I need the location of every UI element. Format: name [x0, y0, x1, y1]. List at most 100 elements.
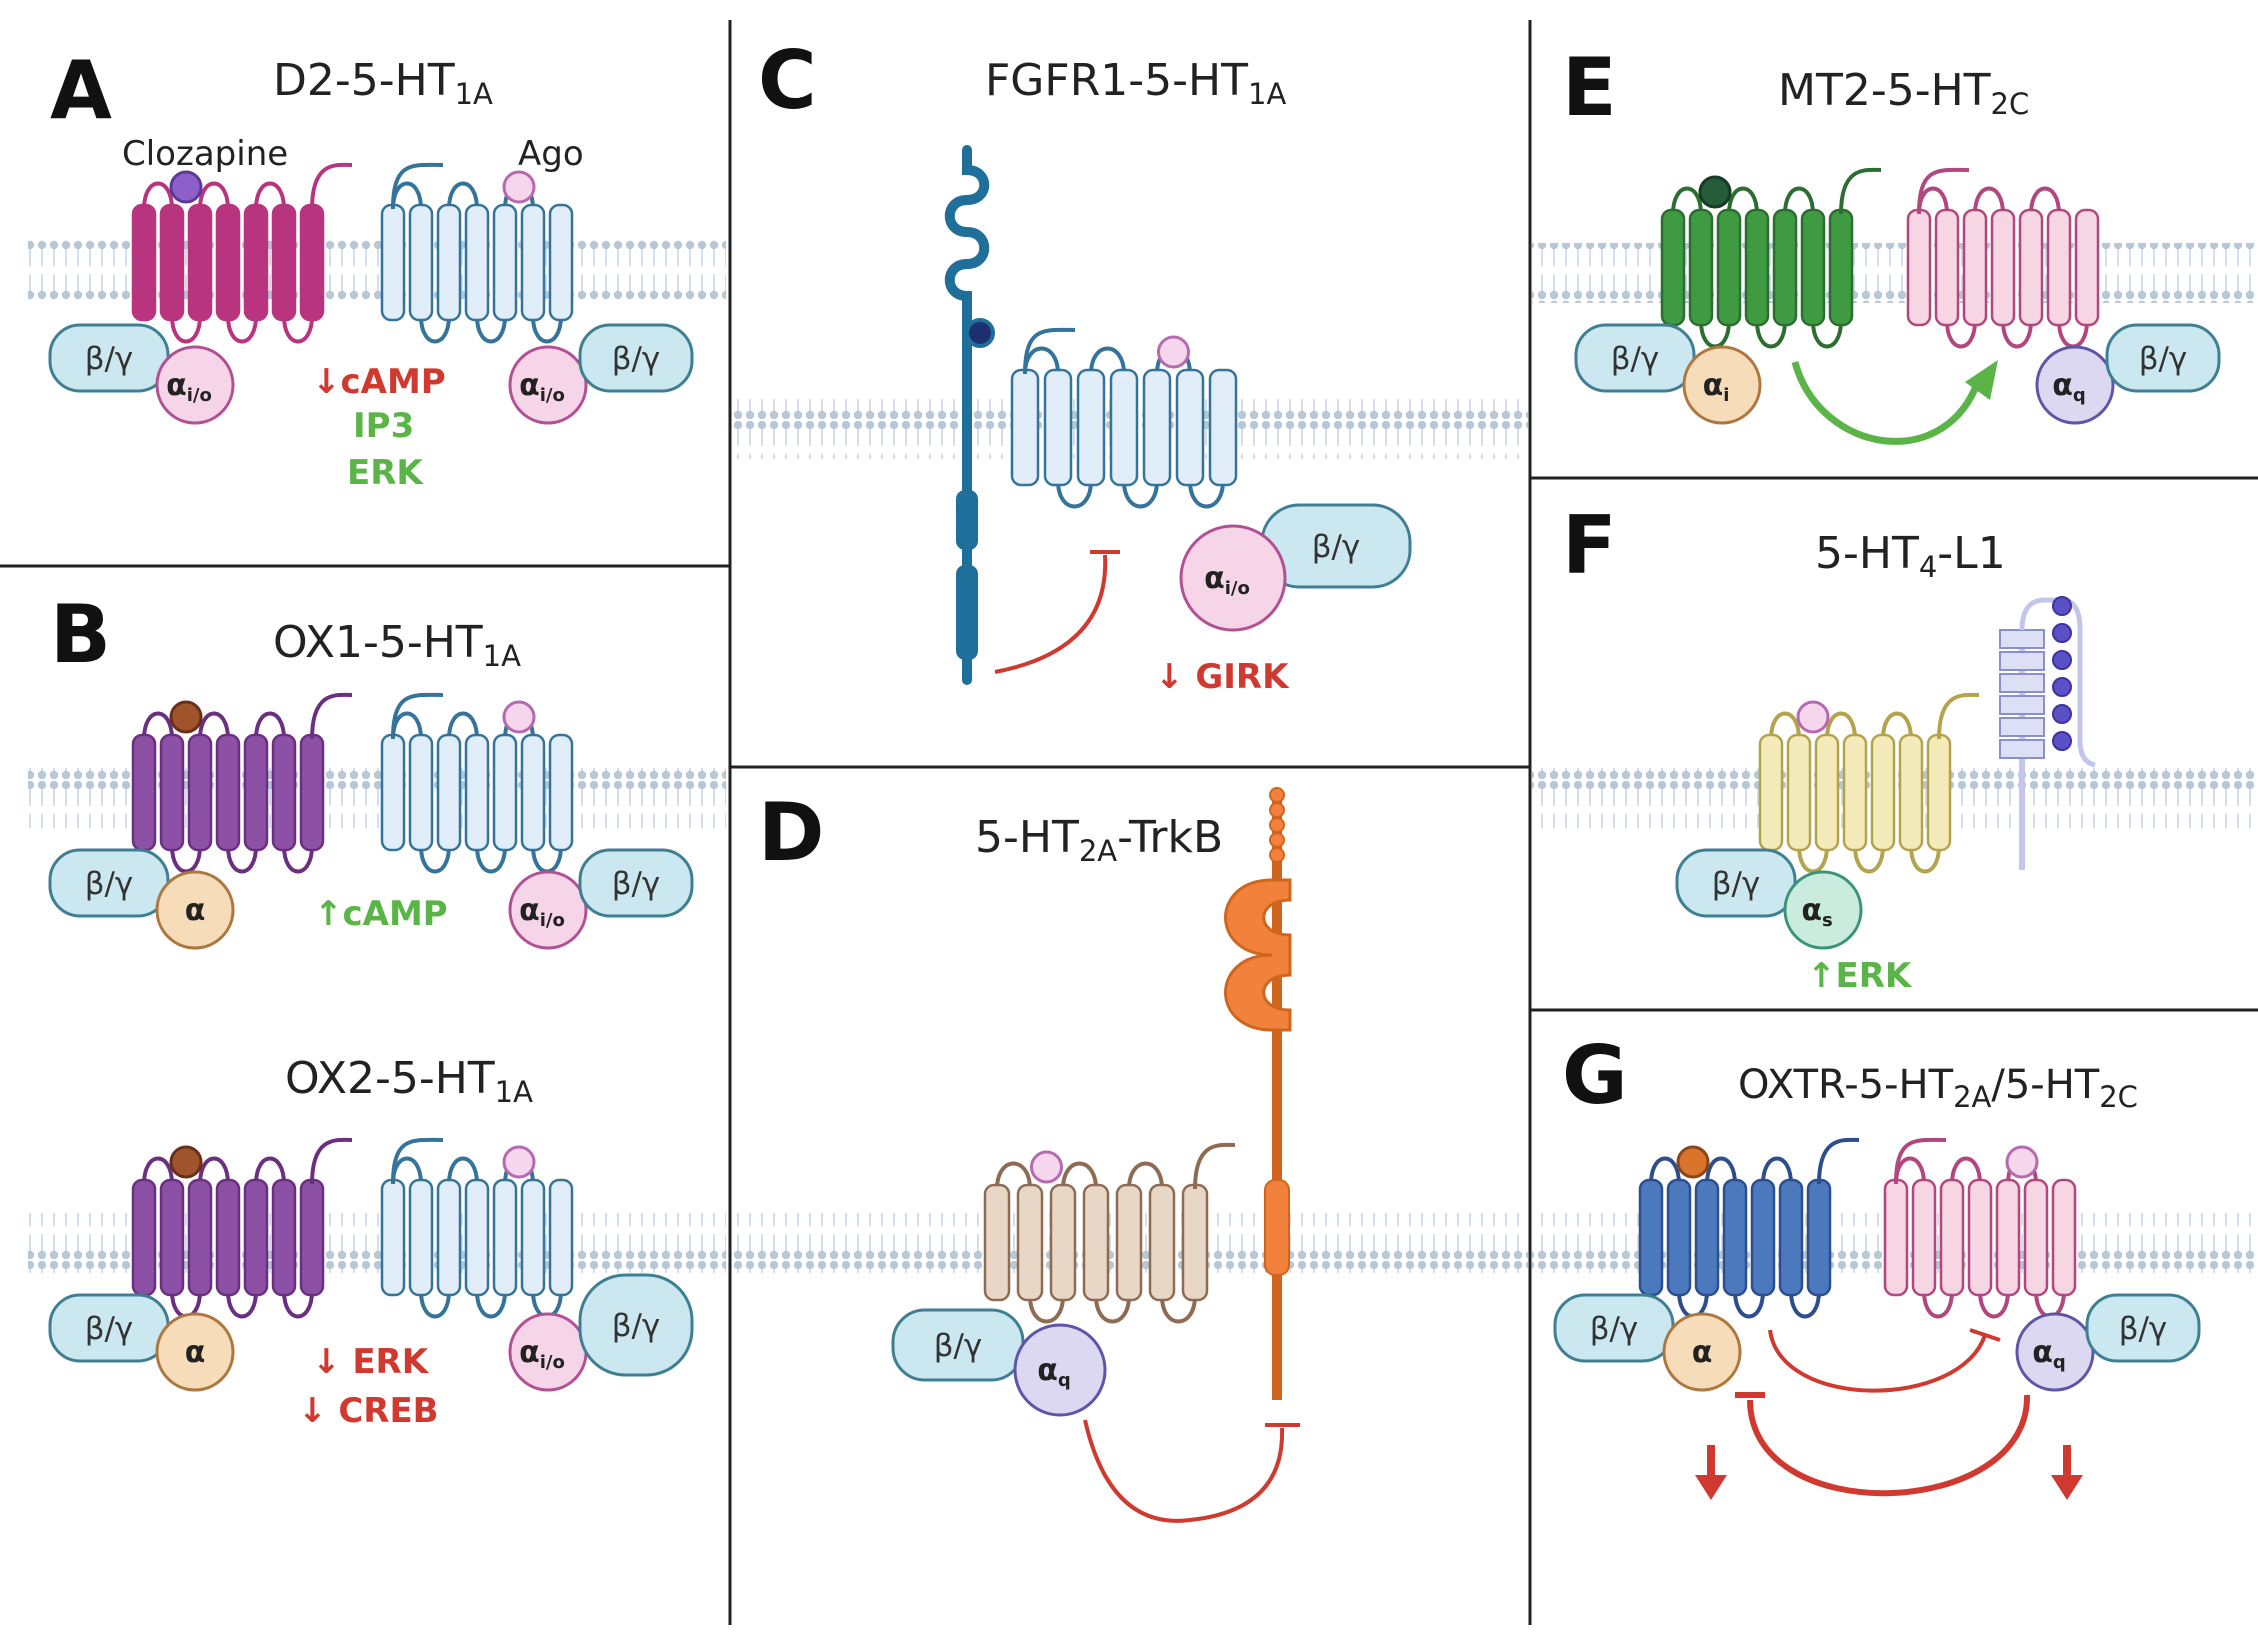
- receptor-ox1: [131, 692, 353, 874]
- g-protein-beta-gamma-A-right: β/γ: [578, 323, 694, 393]
- effect-C-0: ↓ GIRK: [1155, 657, 1290, 697]
- ligand-circle-icon: [1030, 1150, 1063, 1184]
- ligand-circle-icon: [1157, 335, 1190, 369]
- g-protein-alpha-E-left: αi: [1682, 345, 1762, 425]
- svg-text:αi/o: αi/o: [519, 893, 565, 931]
- receptor-d2: [131, 162, 353, 344]
- ligand-circle-icon: [2005, 1145, 2039, 1179]
- signal-arrows: [1695, 360, 2083, 1500]
- ligand-circle-icon: [502, 700, 536, 734]
- effect-B1-0: ↑cAMP: [314, 894, 448, 934]
- ligand-circle-icon: [169, 700, 203, 734]
- receptor-5ht4: [1758, 692, 1980, 874]
- svg-text:β/γ: β/γ: [612, 866, 661, 902]
- inhibition-arrow-icon: [1969, 1328, 2001, 1342]
- g-protein-beta-gamma-B2-left: β/γ: [48, 1293, 170, 1363]
- panel-letter-E: E: [1562, 41, 1617, 134]
- panel-title-D: 5-HT2A-TrkB: [975, 812, 1223, 868]
- ligand-circle-icon: [965, 318, 995, 348]
- g-protein-alpha-B1-right: αi/o: [508, 870, 588, 950]
- g-protein-alpha-D: αq: [1013, 1323, 1107, 1417]
- panel-letter-G: G: [1562, 1029, 1628, 1122]
- g-protein-beta-gamma-G-right: β/γ: [2085, 1293, 2201, 1363]
- receptor-layer: [131, 162, 2100, 1324]
- g-protein-beta-gamma-B2-right: β/γ: [578, 1273, 694, 1377]
- svg-text:αi/o: αi/o: [519, 368, 565, 406]
- panel-title-C: FGFR1-5-HT1A: [985, 55, 1286, 111]
- effect-F-0: ↑ERK: [1807, 956, 1913, 996]
- g-protein-beta-gamma-G-left: β/γ: [1553, 1293, 1675, 1363]
- g-protein-beta-gamma-A-left: β/γ: [48, 323, 170, 393]
- svg-text:β/γ: β/γ: [85, 1311, 134, 1347]
- panel-letter-A: A: [50, 44, 112, 137]
- svg-text:α: α: [185, 1335, 206, 1370]
- g-protein-beta-gamma-E-left: β/γ: [1574, 323, 1696, 393]
- panel-letter-B: B: [50, 588, 111, 681]
- l1-receptor: [1999, 596, 2096, 870]
- g-protein-alpha-A-left: αi/o: [155, 345, 235, 425]
- g-protein-alpha-A-right: αi/o: [508, 345, 588, 425]
- ligand-circle-icon: [169, 170, 203, 204]
- receptor-5ht1a-B1: [380, 692, 574, 874]
- effect-A-2: ERK: [347, 453, 424, 493]
- svg-text:β/γ: β/γ: [2119, 1311, 2168, 1347]
- panel-title-A: D2-5-HT1A: [273, 55, 493, 111]
- g-protein-alpha-B2-right: αi/o: [508, 1312, 588, 1392]
- effect-B2-0: ↓ ERK: [312, 1342, 430, 1382]
- ligand-label-ago: Ago: [518, 134, 584, 174]
- panel-letter-F: F: [1562, 499, 1617, 592]
- effect-A-0: ↓cAMP: [312, 362, 446, 402]
- g-protein-beta-gamma-B1-right: β/γ: [578, 848, 694, 918]
- receptor-oxtr: [1638, 1137, 1860, 1319]
- g-protein-alpha-G-left: α: [1662, 1312, 1742, 1392]
- g-protein-alpha-B1-left: α: [155, 870, 235, 950]
- svg-text:β/γ: β/γ: [85, 866, 134, 902]
- activation-arrow-icon: [1791, 361, 1984, 445]
- g-protein-alpha-B2-left: α: [155, 1312, 235, 1392]
- ligand-label-clozapine: Clozapine: [122, 134, 288, 174]
- receptor-5ht2c-E: [1906, 167, 2100, 349]
- g-protein-beta-gamma-D: β/γ: [891, 1308, 1025, 1382]
- panel-title-B1: OX1-5-HT1A: [273, 617, 521, 673]
- fgfr1-receptor: [944, 145, 1120, 685]
- panel-letter-D: D: [758, 786, 824, 879]
- svg-text:β/γ: β/γ: [934, 1328, 983, 1364]
- svg-text:β/γ: β/γ: [1590, 1311, 1639, 1347]
- receptor-5ht2a-D: [983, 1142, 1236, 1324]
- svg-text:β/γ: β/γ: [612, 341, 661, 377]
- trkb-receptor: [1083, 787, 1300, 1523]
- receptor-5ht1a-B2: [380, 1137, 574, 1319]
- svg-text:β/γ: β/γ: [612, 1308, 661, 1344]
- g-protein-alpha-C: αi/o: [1179, 524, 1287, 632]
- g-protein-alpha-G-right: αq: [2015, 1312, 2095, 1392]
- receptor-5ht1a-C: [1010, 327, 1238, 509]
- ligand-circle-icon: [502, 1145, 536, 1179]
- g-protein-alpha-E-right: αq: [2035, 345, 2115, 425]
- svg-text:β/γ: β/γ: [1312, 529, 1361, 565]
- g-protein-beta-gamma-F: β/γ: [1675, 848, 1797, 918]
- ligand-circle-icon: [502, 170, 536, 204]
- panel-title-F: 5-HT4-L1: [1815, 528, 2006, 584]
- receptor-mt2: [1660, 167, 1882, 349]
- effect-B2-1: ↓ CREB: [298, 1391, 439, 1431]
- svg-text:β/γ: β/γ: [1611, 341, 1660, 377]
- svg-text:αi: αi: [1703, 368, 1730, 406]
- receptor-5ht2a-2c-G: [1883, 1137, 2077, 1319]
- receptor-ox2: [131, 1137, 353, 1319]
- effect-A-1: IP3: [353, 406, 414, 446]
- ligand-circle-icon: [169, 1145, 203, 1179]
- ligand-circle-icon: [1796, 700, 1830, 734]
- panel-title-E: MT2-5-HT2C: [1778, 65, 2029, 121]
- g-protein-alpha-F: αs: [1783, 870, 1863, 950]
- panel-title-G: OXTR-5-HT2A/5-HT2C: [1738, 1062, 2138, 1114]
- panel-letter-C: C: [758, 34, 817, 127]
- down-arrow-icon: [1695, 1445, 2083, 1500]
- svg-text:β/γ: β/γ: [2139, 341, 2188, 377]
- svg-text:β/γ: β/γ: [1712, 866, 1761, 902]
- svg-text:α: α: [185, 893, 206, 928]
- membrane-bilayer-E: [1532, 243, 2256, 303]
- receptor-5ht1a-A: [380, 162, 574, 344]
- g-protein-beta-gamma-E-right: β/γ: [2105, 323, 2221, 393]
